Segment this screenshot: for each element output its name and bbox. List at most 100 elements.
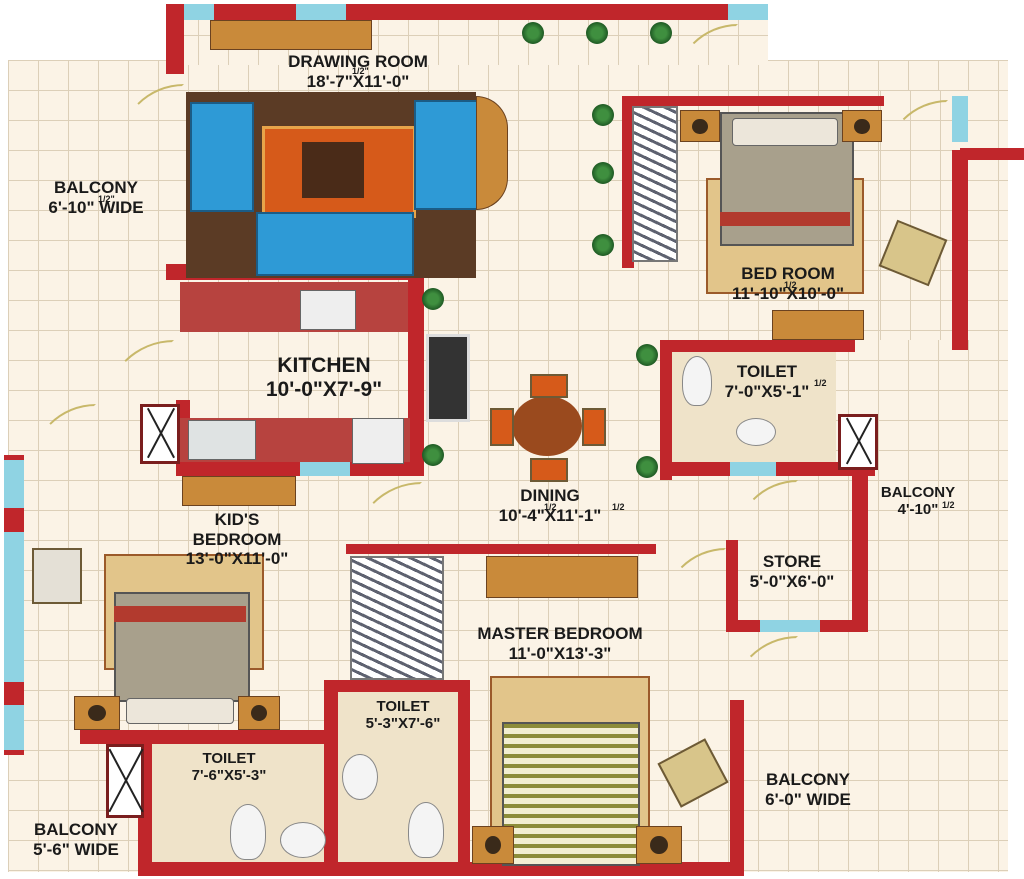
nightstand-icon	[680, 110, 720, 142]
fraction-drawing: 1/2"	[352, 66, 369, 76]
room-size: 5'-6" WIDE	[33, 839, 119, 859]
desk-kids	[182, 476, 296, 506]
fraction-toilet-right: 1/2	[814, 378, 827, 388]
room-name: KID'S BEDROOM	[192, 510, 282, 549]
label-master-bedroom: MASTER BEDROOM 11'-0"X13'-3"	[450, 624, 670, 663]
room-name: TOILET	[376, 698, 430, 715]
wall-bottom	[138, 862, 744, 876]
shaft-left	[106, 744, 144, 818]
side-table-drawing	[476, 96, 508, 210]
label-drawing-room: DRAWING ROOM 18'-7"X11'-0"	[250, 52, 466, 91]
window-left-3	[4, 705, 24, 750]
wall-bedroom-left	[622, 96, 634, 268]
fraction-balcony-left: 1/2"	[98, 194, 115, 204]
room-name: KITCHEN	[277, 354, 371, 377]
label-kitchen: KITCHEN 10'-0"X7'-9"	[244, 354, 404, 402]
wall-toilet-mid-left	[324, 680, 338, 870]
wc-icon	[408, 802, 444, 858]
nightstand-icon	[472, 826, 514, 864]
pillow-kids	[126, 698, 234, 724]
fraction-dining-b: 1/2	[612, 502, 625, 512]
fraction-balcony-right: 1/2	[942, 500, 955, 510]
wall-toilet-mid-right	[458, 680, 470, 870]
stove	[300, 290, 356, 330]
fridge	[352, 418, 404, 464]
room-name: DINING	[520, 486, 580, 505]
wall-kitchen-right	[408, 264, 424, 474]
shaft-right	[838, 414, 878, 470]
wall-toilet-right-top	[660, 340, 855, 352]
fraction-dining-a: 1/2	[544, 502, 557, 512]
label-dining: DINING 10'-4"X11'-1"	[462, 486, 638, 525]
dining-chair-left	[490, 408, 514, 446]
wall-store-right	[852, 476, 868, 632]
pillow-bedroom	[732, 118, 838, 146]
shaft-kitchen	[140, 404, 180, 464]
wall-toilet-mid-top	[324, 680, 470, 692]
label-store: STORE 5'-0"X6'-0"	[730, 552, 854, 591]
plant-icon	[592, 162, 614, 184]
wall-kids-bottom	[80, 730, 370, 744]
label-kids-bedroom: KID'S BEDROOM 13'-0"X11'-0"	[170, 510, 304, 569]
label-balcony-bottom-left: BALCONY 5'-6" WIDE	[18, 820, 134, 859]
room-size: 7'-6"X5'-3"	[191, 767, 267, 785]
kitchen-counter-top	[180, 282, 408, 332]
room-name: TOILET	[202, 750, 256, 767]
window-store	[760, 620, 820, 632]
room-size: 11'-10"X10'-0"	[731, 283, 845, 303]
wall-master-top	[346, 544, 656, 554]
room-size: 10'-0"X7'-9"	[265, 378, 383, 402]
plant-icon	[636, 456, 658, 478]
label-toilet-left: TOILET 7'-6"X5'-3"	[164, 750, 294, 785]
wardrobe-bedroom	[632, 106, 678, 262]
room-size: 7'-0"X5'-1"	[724, 381, 810, 401]
wall-drawing-left	[166, 4, 184, 74]
label-balcony-right: BALCONY 4'-10"	[866, 484, 970, 519]
basin-icon	[342, 754, 378, 800]
window-toilet-right	[730, 462, 776, 476]
window-right	[952, 96, 968, 142]
dining-table	[512, 396, 582, 456]
room-size: 4'-10"	[897, 501, 939, 519]
room-name: BALCONY	[53, 178, 139, 197]
room-name: BED ROOM	[741, 264, 835, 283]
basin-icon	[280, 822, 326, 858]
room-size: 5'-3"X7'-6"	[365, 715, 441, 733]
plant-icon	[422, 288, 444, 310]
runner-rug	[426, 334, 470, 422]
fraction-bed-room: 1/2	[784, 280, 797, 290]
wall-toilet-right-left	[660, 340, 672, 480]
nightstand-icon	[636, 826, 682, 864]
sofa-bottom	[256, 212, 414, 276]
label-balcony-bottom-right: BALCONY 6'-0" WIDE	[746, 770, 870, 809]
desk-master	[486, 556, 638, 598]
plant-icon	[592, 104, 614, 126]
plant-icon	[650, 22, 672, 44]
label-balcony-left: BALCONY 6'-10" WIDE	[24, 178, 168, 217]
window-top-mid	[296, 4, 346, 20]
wall-master-right	[730, 700, 744, 876]
window-left-2	[4, 532, 24, 682]
plant-icon	[592, 234, 614, 256]
dining-chair-right	[582, 408, 606, 446]
quilt-stripe-kids	[114, 606, 246, 622]
wc-icon	[230, 804, 266, 860]
room-size: 11'-0"X13'-3"	[508, 643, 612, 663]
wall-bedroom-top	[622, 96, 884, 106]
dining-chair-bottom	[530, 458, 568, 482]
room-size: 13'-0"X11'-0"	[185, 549, 289, 569]
wall-right-outer	[952, 150, 968, 350]
plant-icon	[636, 344, 658, 366]
label-toilet-right: TOILET 7'-0"X5'-1"	[702, 362, 832, 401]
room-name: BALCONY	[880, 484, 956, 501]
room-size: 6'-0" WIDE	[765, 789, 851, 809]
room-name: BALCONY	[33, 820, 119, 839]
room-name: STORE	[762, 552, 822, 571]
sofa-right	[414, 100, 478, 210]
room-name: BALCONY	[765, 770, 851, 789]
room-size: 10'-4"X11'-1"	[498, 505, 602, 525]
room-size: 6'-10" WIDE	[48, 197, 144, 217]
label-bed-room: BED ROOM 11'-10"X10'-0"	[708, 264, 868, 303]
sofa-left	[190, 102, 254, 212]
